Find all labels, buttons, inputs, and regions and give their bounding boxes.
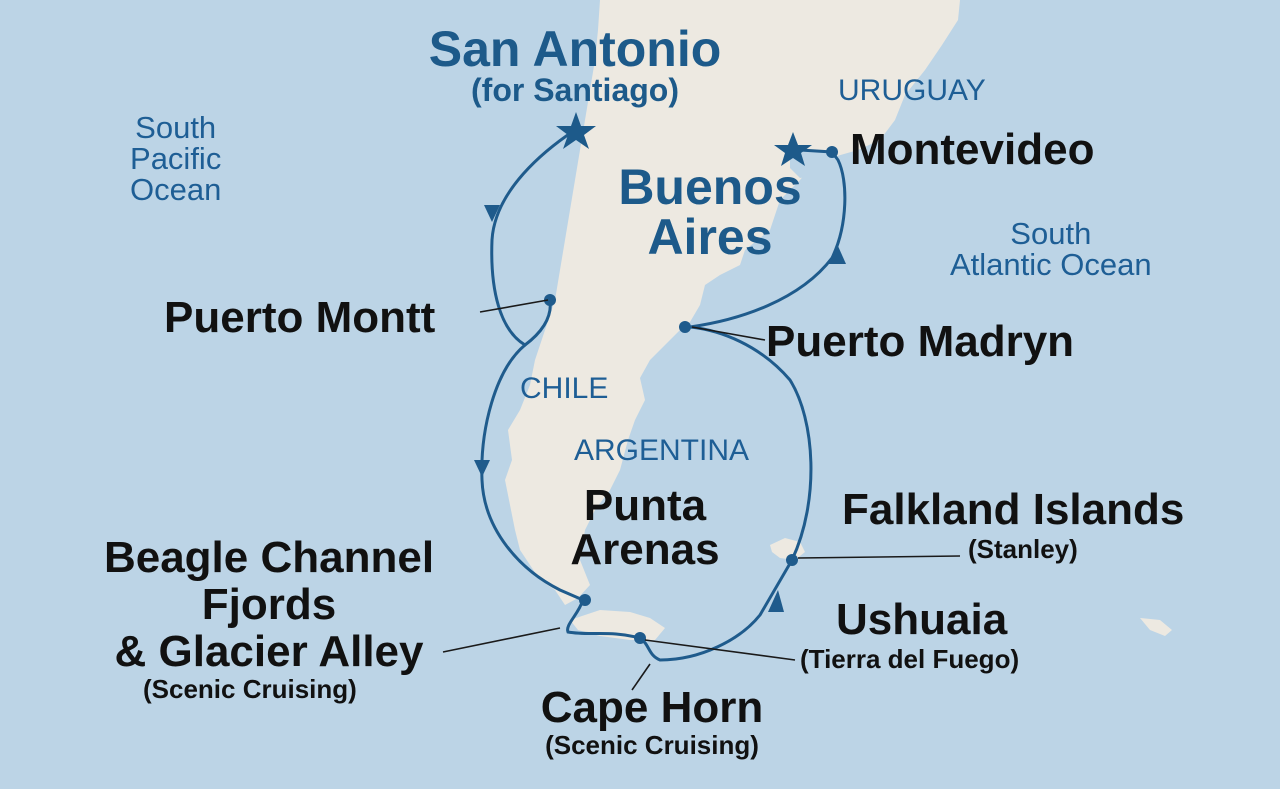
arrow-icon — [768, 590, 784, 612]
port-note-falklands: (Stanley) — [968, 534, 1078, 564]
arrow-icon — [474, 460, 490, 477]
port-dot-ushuaia — [634, 632, 646, 644]
port-label-san-antonio: San Antonio — [428, 21, 722, 77]
port-label-puerto-montt: Puerto Montt — [164, 293, 436, 342]
star-icon — [556, 112, 596, 149]
country-label-chile: CHILE — [520, 372, 609, 405]
port-label-punta-arenas: Punta Arenas — [570, 481, 720, 574]
port-note-beagle-channel: (Scenic Cruising) — [143, 674, 357, 704]
port-note-cape-horn: (Scenic Cruising) — [545, 730, 759, 760]
port-label-ushuaia: Ushuaia — [836, 595, 1008, 644]
port-label-buenos-aires: Buenos Aires — [618, 159, 802, 265]
country-label-argentina: ARGENTINA — [574, 434, 750, 467]
ocean-label-atlantic: South Atlantic Ocean — [950, 216, 1152, 282]
port-label-beagle-channel: Beagle Channel Fjords & Glacier Alley — [103, 533, 435, 677]
arrow-icon — [828, 246, 846, 264]
land-south-america — [505, 0, 960, 605]
port-dot-falklands — [786, 554, 798, 566]
port-label-puerto-madryn: Puerto Madryn — [766, 317, 1075, 366]
port-note-san-antonio: (for Santiago) — [471, 72, 679, 108]
leader-lines — [442, 299, 961, 691]
port-label-falklands: Falkland Islands — [842, 485, 1185, 534]
port-dot-punta-arenas — [579, 594, 591, 606]
port-dot-puerto-madryn — [679, 321, 691, 333]
route-arrows — [474, 205, 846, 612]
land-small-island — [1140, 618, 1172, 636]
port-label-montevideo: Montevideo — [850, 125, 1095, 174]
ocean-label-pacific: South Pacific Ocean — [130, 110, 222, 207]
country-label-uruguay: URUGUAY — [838, 74, 986, 107]
port-dot-montevideo — [826, 146, 838, 158]
arrow-icon — [484, 205, 500, 222]
port-note-ushuaia: (Tierra del Fuego) — [800, 644, 1020, 674]
land-falkland-islands — [770, 538, 805, 560]
port-dot-puerto-montt — [544, 294, 556, 306]
port-label-cape-horn: Cape Horn — [540, 683, 764, 732]
star-icon — [774, 132, 812, 166]
